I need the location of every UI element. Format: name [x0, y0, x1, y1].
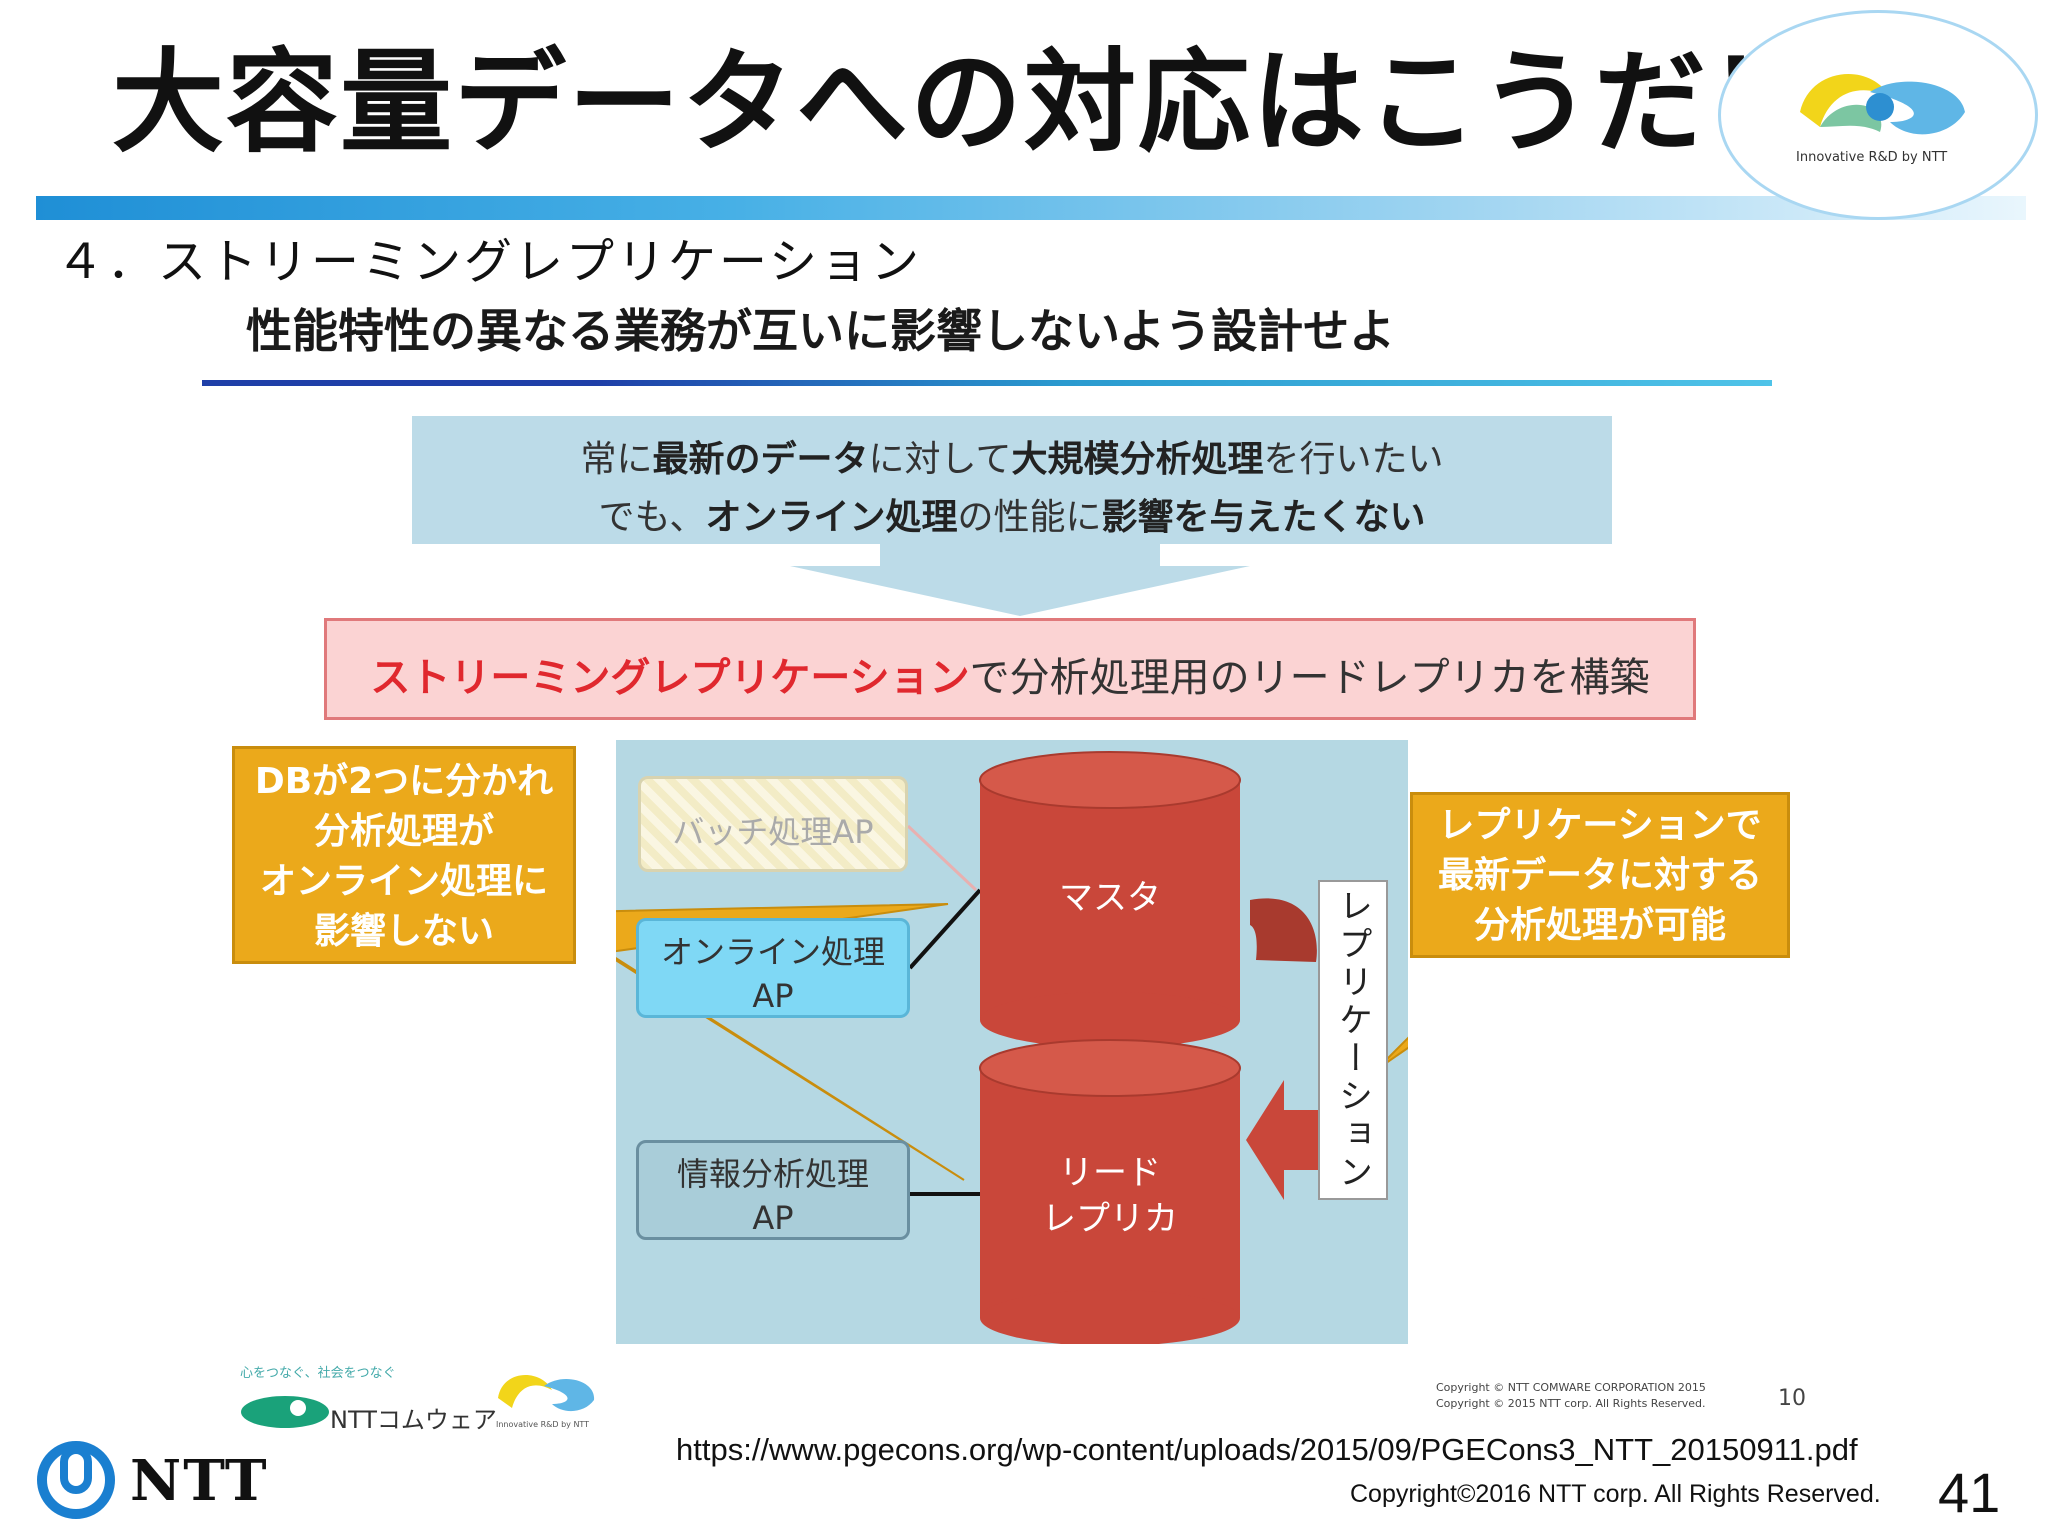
- info-ap-box: 情報分析処理 AP: [636, 1140, 910, 1240]
- online-ap-sub: AP: [752, 977, 794, 1015]
- section-subtitle: ４．ストリーミングレプリケーション: [56, 234, 923, 290]
- master-db-label: マスタ: [1059, 878, 1161, 918]
- replication-arrow-head: [1246, 1080, 1320, 1200]
- requirement-line-1: 常に最新のデータに対して大規模分析処理を行いたい: [580, 439, 1444, 480]
- comware-logo-icon: [241, 1396, 329, 1428]
- online-ap-label: オンライン処理: [660, 933, 885, 971]
- solution-box: ストリーミングレプリケーションで分析処理用のリードレプリカを構築: [324, 618, 1696, 720]
- batch-connector: [906, 824, 978, 892]
- online-ap-box: オンライン処理 AP: [636, 918, 910, 1018]
- title-underline-bar: [36, 196, 2026, 220]
- master-db-icon: [979, 751, 1241, 1048]
- heading-underline: [202, 380, 1772, 386]
- left-callout: DBが2つに分かれ 分析処理が オンライン処理に 影響しない: [232, 746, 576, 964]
- solution-text: ストリーミングレプリケーションで分析処理用のリードレプリカを構築: [370, 655, 1650, 701]
- replication-label: レプリケーション: [1332, 888, 1373, 1192]
- info-ap-label: 情報分析処理: [676, 1155, 869, 1193]
- replication-tag: [1318, 880, 1388, 1200]
- innovative-rd-logo-icon: [1800, 74, 1965, 135]
- down-arrow-icon: [790, 544, 1250, 616]
- inner-rd-caption: Innovative R&D by NTT: [496, 1420, 590, 1429]
- slide-heading: 性能特性の異なる業務が互いに影響しないよう設計せよ: [246, 304, 1396, 358]
- info-ap-sub: AP: [752, 1199, 794, 1237]
- comware-name: NTTコムウェア: [330, 1406, 497, 1434]
- logo-caption: Innovative R&D by NTT: [1796, 150, 1948, 165]
- inner-copyright: Copyright © NTT COMWARE CORPORATION 2015…: [1436, 1381, 1706, 1410]
- right-callout: レプリケーションで 最新データに対する 分析処理が可能: [1410, 792, 1790, 958]
- ntt-logo-icon: [37, 1441, 115, 1519]
- batch-ap-label: バッチ処理AP: [672, 813, 874, 851]
- replication-arrow-top: [1250, 898, 1317, 962]
- online-connector: [908, 888, 982, 970]
- ntt-logo-text: NTT: [130, 1448, 269, 1514]
- inner-rd-logo-icon: [498, 1375, 595, 1412]
- replica-db-icon: [979, 1039, 1241, 1344]
- page-number: 41: [1938, 1461, 2001, 1524]
- replica-db-label: リード レプリカ: [1042, 1153, 1178, 1239]
- comware-tagline: 心をつなぐ、社会をつなぐ: [240, 1366, 396, 1381]
- source-url[interactable]: https://www.pgecons.org/wp-content/uploa…: [676, 1432, 1858, 1467]
- page-title: 大容量データへの対応はこうだ！: [112, 38, 1822, 168]
- requirement-line-2: でも、オンライン処理の性能に影響を与えたくない: [598, 497, 1426, 538]
- inner-page-number: 10: [1778, 1386, 1806, 1411]
- copyright: Copyright©2016 NTT corp. All Rights Rese…: [1350, 1480, 1881, 1508]
- batch-ap-box: バッチ処理AP: [638, 776, 908, 872]
- requirement-box: 常に最新のデータに対して大規模分析処理を行いたい でも、オンライン処理の性能に影…: [412, 416, 1612, 544]
